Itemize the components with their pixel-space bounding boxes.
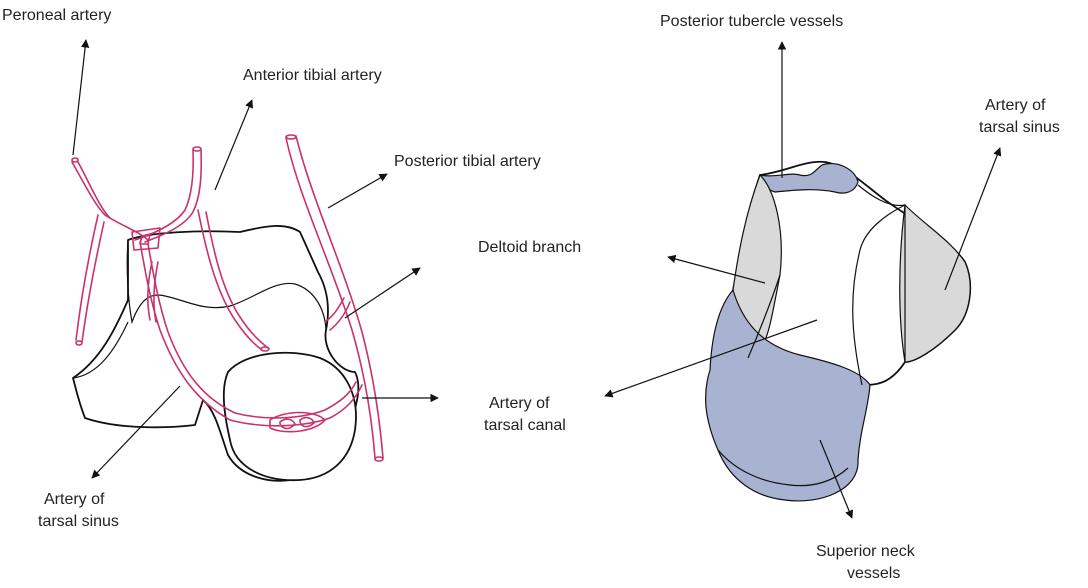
anterior-tibial-artery-vessel	[135, 150, 201, 242]
peroneal-artery-label: Peroneal artery	[2, 7, 111, 24]
left-talus-diagram: Peroneal artery Anterior tibial artery P…	[2, 7, 581, 530]
superior-neck-vessels-label-line1: Superior neck	[816, 543, 916, 560]
artery-tarsal-sinus-left-label-line1: Artery of	[44, 491, 105, 508]
artery-tarsal-sinus-right-label-line1: Artery of	[985, 97, 1046, 114]
artery-tarsal-sinus-right-label-line2: tarsal sinus	[979, 119, 1060, 136]
artery-tarsal-sinus-left-label-line2: tarsal sinus	[38, 513, 119, 530]
artery-tarsal-canal-label-line1: Artery of	[489, 395, 550, 412]
talus-bone-outline	[73, 226, 358, 481]
peroneal-artery-vessel	[72, 162, 148, 240]
posterior-tubercle-vessels-label: Posterior tubercle vessels	[660, 13, 843, 30]
artery-tarsal-canal-label-line2: tarsal canal	[484, 417, 566, 434]
posterior-tibial-artery-label: Posterior tibial artery	[394, 153, 541, 170]
right-talus-diagram: Posterior tubercle vessels Artery of tar…	[605, 13, 1060, 582]
deltoid-branch-label: Deltoid branch	[478, 239, 581, 256]
superior-neck-vessels-label-line2: vessels	[847, 565, 900, 582]
tarsal-sinus-region	[900, 205, 970, 362]
anterior-tibial-artery-label: Anterior tibial artery	[243, 67, 382, 84]
